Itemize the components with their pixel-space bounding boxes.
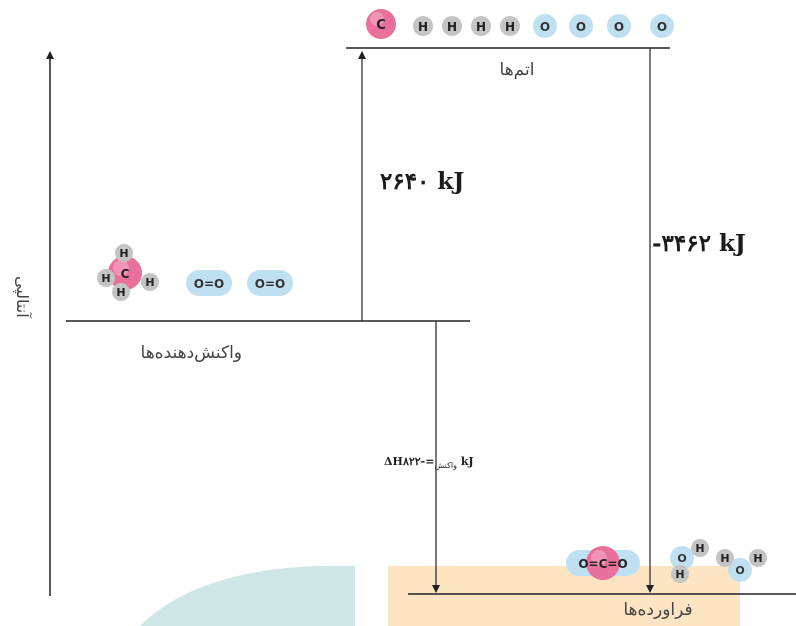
atomization-energy-label: ۲۶۴۰ kJ <box>380 168 465 195</box>
methane-h-label: H <box>116 286 125 299</box>
atoms-row: C H H H H O O O O <box>366 9 674 39</box>
oxygen-molecule-label: O=O <box>194 277 224 291</box>
reaction-enthalpy-label: ΔH واکنش=-۸۲۲ kJ <box>384 455 474 470</box>
oxygen-atom: O <box>533 14 557 38</box>
teal-decoration <box>140 566 355 626</box>
water-h-label: H <box>695 542 704 555</box>
water-o-label: O <box>735 564 744 577</box>
atom-label: H <box>476 20 486 34</box>
hydrogen-atom: H <box>500 16 520 36</box>
hydrogen-atom: H <box>471 16 491 36</box>
atom-label: O <box>576 20 586 34</box>
oxygen-atom: O <box>607 14 631 38</box>
hydrogen-atom: H <box>442 16 462 36</box>
reaction-enthalpy-subscript: واکنش <box>434 461 457 471</box>
product-molecules: O=C=O H O H H O H <box>566 539 767 583</box>
methane-center-label: C <box>121 267 130 281</box>
carbon-atom: C <box>366 9 396 39</box>
oxygen-molecule: O=O <box>247 270 293 296</box>
hydrogen-atom: H <box>413 16 433 36</box>
reaction-enthalpy-symbol: ΔH <box>384 455 403 468</box>
reaction-enthalpy-value: =-۸۲۲ kJ <box>402 455 474 468</box>
atom-label: C <box>376 18 386 33</box>
atom-label: H <box>447 20 457 34</box>
atom-label: H <box>418 20 428 34</box>
reactant-molecules: C H H H H O=O O=O <box>97 244 293 301</box>
atom-label: H <box>505 20 515 34</box>
water-h-label: H <box>720 552 729 565</box>
methane-h-label: H <box>101 272 110 285</box>
water-molecule: H O H <box>670 539 709 583</box>
oxygen-atom: O <box>569 14 593 38</box>
carbon-dioxide-molecule: O=C=O <box>566 546 640 580</box>
formation-energy-label: -۳۴۶۲ kJ <box>652 230 746 257</box>
y-axis-label: آنتالپی <box>13 276 32 318</box>
water-o-label: O <box>677 552 686 565</box>
atom-label: O <box>614 20 624 34</box>
oxygen-molecule-label: O=O <box>255 277 285 291</box>
water-molecule: H O H <box>716 549 767 582</box>
methane-h-label: H <box>119 247 128 260</box>
methane-h-label: H <box>145 276 154 289</box>
reactants-level-label: واکنش‌دهنده‌ها <box>140 343 242 363</box>
water-h-label: H <box>675 568 684 581</box>
oxygen-atom: O <box>650 14 674 38</box>
products-level-label: فراورده‌ها <box>623 600 693 620</box>
oxygen-molecule: O=O <box>186 270 232 296</box>
water-h-label: H <box>753 552 762 565</box>
atom-label: O <box>657 20 667 34</box>
methane-molecule: C H H H H <box>97 244 159 301</box>
atom-label: O <box>540 20 550 34</box>
atoms-level-label: اتم‌ها <box>499 60 535 80</box>
carbon-dioxide-label: O=C=O <box>578 557 627 571</box>
